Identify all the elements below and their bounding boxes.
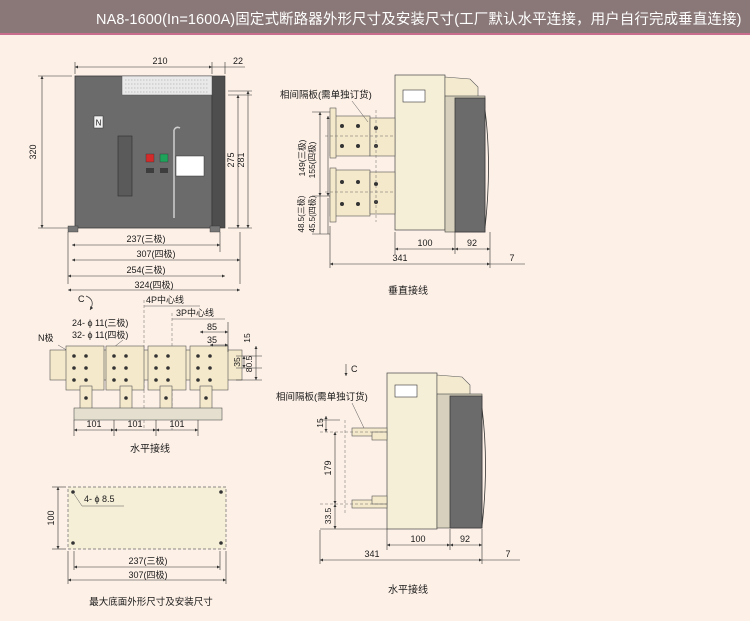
foot-right xyxy=(209,225,221,233)
v-dim-45-5: 45.5(四极) xyxy=(307,195,317,232)
v-dim-7: 7 xyxy=(509,253,514,263)
t-center-4p: 4P中心线 xyxy=(146,294,184,305)
base-holes-label: 4- ϕ 8.5 xyxy=(84,494,115,504)
handle-slot xyxy=(117,135,133,197)
vent-grille xyxy=(121,75,213,96)
vertical-view: 相间隔板(需单独订货) 149(三极) 155(四极) 48.5(三极) 45.… xyxy=(280,74,525,297)
v-rear-body xyxy=(454,97,486,233)
v-dim-155: 155(四极) xyxy=(307,141,317,178)
v-dim-100: 100 xyxy=(417,238,432,248)
v-busbar-upper xyxy=(329,107,396,159)
dim-275: 275 xyxy=(226,152,236,167)
dim-254: 254(三极) xyxy=(126,264,165,275)
v-window xyxy=(402,89,426,103)
h-dim-100: 100 xyxy=(410,534,425,544)
indicator-1 xyxy=(146,168,154,173)
off-button-red xyxy=(145,153,155,163)
h-caption: 水平接线 xyxy=(388,583,428,596)
breaker-body xyxy=(74,75,213,229)
base-dim-237: 237(三极) xyxy=(128,555,167,566)
t-dim-101-b: 101 xyxy=(127,419,142,429)
h-dim-92: 92 xyxy=(460,534,470,544)
h-window xyxy=(394,384,418,398)
h-callout: 相间隔板(需单独订货) xyxy=(276,391,368,403)
h-dim-15: 15 xyxy=(315,418,325,428)
dim-237: 237(三极) xyxy=(126,233,165,244)
vent-slots xyxy=(125,79,209,93)
base-outline xyxy=(67,486,227,550)
handle-bar xyxy=(173,126,181,218)
v-dim-149: 149(三极) xyxy=(297,139,307,176)
base-mount-holes xyxy=(71,490,223,545)
h-front-panel xyxy=(386,372,438,530)
dim-324: 324(四极) xyxy=(134,279,173,290)
base-caption: 最大底面外形尺寸及安装尺寸 xyxy=(89,596,213,608)
terminal-view: C 24- ϕ 11(三极) 32- ϕ 11(四极) N极 4P中心线 3P中… xyxy=(38,294,262,455)
h-dim-179: 179 xyxy=(323,460,333,475)
base-dim-100: 100 xyxy=(46,510,56,525)
front-view: N 210 22 320 xyxy=(28,56,252,292)
t-dim-35-a: 35 xyxy=(207,335,217,345)
h-dim-33-5: 33.5 xyxy=(323,507,333,524)
t-n-pole: N极 xyxy=(38,332,54,343)
nameplate xyxy=(175,155,205,177)
v-caption: 垂直接线 xyxy=(388,284,428,297)
h-c-label: C xyxy=(351,364,358,374)
t-dim-80-5: 80.5 xyxy=(244,355,254,372)
t-base-plate xyxy=(73,407,223,421)
dim-320: 320 xyxy=(28,144,38,159)
t-holes-3p: 24- ϕ 11(三极) xyxy=(72,317,128,328)
t-holes xyxy=(72,354,212,400)
t-dim-101-a: 101 xyxy=(86,419,101,429)
v-callout: 相间隔板(需单独订货) xyxy=(280,89,372,101)
h-dim-7: 7 xyxy=(505,549,510,559)
dim-22: 22 xyxy=(233,56,243,66)
badge-box xyxy=(93,115,104,129)
t-holes-4p: 32- ϕ 11(四极) xyxy=(72,329,128,340)
header-bar: NA8-1600(In=1600A)固定式断路器外形尺寸及安装尺寸(工厂默认水平… xyxy=(0,0,750,35)
v-dim-341: 341 xyxy=(392,253,407,263)
base-dim-307: 307(四极) xyxy=(128,569,167,580)
dim-281: 281 xyxy=(236,152,246,167)
t-c-label: C xyxy=(78,294,85,304)
t-caption: 水平接线 xyxy=(130,442,170,455)
t-center-3p: 3P中心线 xyxy=(176,307,214,318)
v-dim-48-5: 48.5(三极) xyxy=(296,195,306,232)
t-dim-15: 15 xyxy=(242,333,252,343)
t-dim-101-c: 101 xyxy=(169,419,184,429)
t-dim-35-b: 35 xyxy=(232,357,242,367)
horizontal-view: C 相间隔板(需单独订货) 15 179 xyxy=(276,364,520,596)
v-dim-92: 92 xyxy=(467,238,477,248)
base-view: 4- ϕ 8.5 100 237(三极) 307(四极) 最大底面外形尺寸及安装… xyxy=(46,486,227,608)
h-dim-341: 341 xyxy=(364,549,379,559)
t-dim-85: 85 xyxy=(207,322,217,332)
v-busbar-lower xyxy=(329,167,396,223)
h-busbars xyxy=(351,427,388,509)
dim-210: 210 xyxy=(152,56,167,66)
h-rear-body xyxy=(449,395,483,529)
on-button-green xyxy=(159,153,169,163)
breaker-side xyxy=(211,75,226,229)
dim-307: 307(四极) xyxy=(136,248,175,259)
page-title: NA8-1600(In=1600A)固定式断路器外形尺寸及安装尺寸(工厂默认水平… xyxy=(96,12,742,28)
badge-n: N xyxy=(96,119,102,128)
indicator-2 xyxy=(160,168,168,173)
foot-left xyxy=(67,225,79,233)
